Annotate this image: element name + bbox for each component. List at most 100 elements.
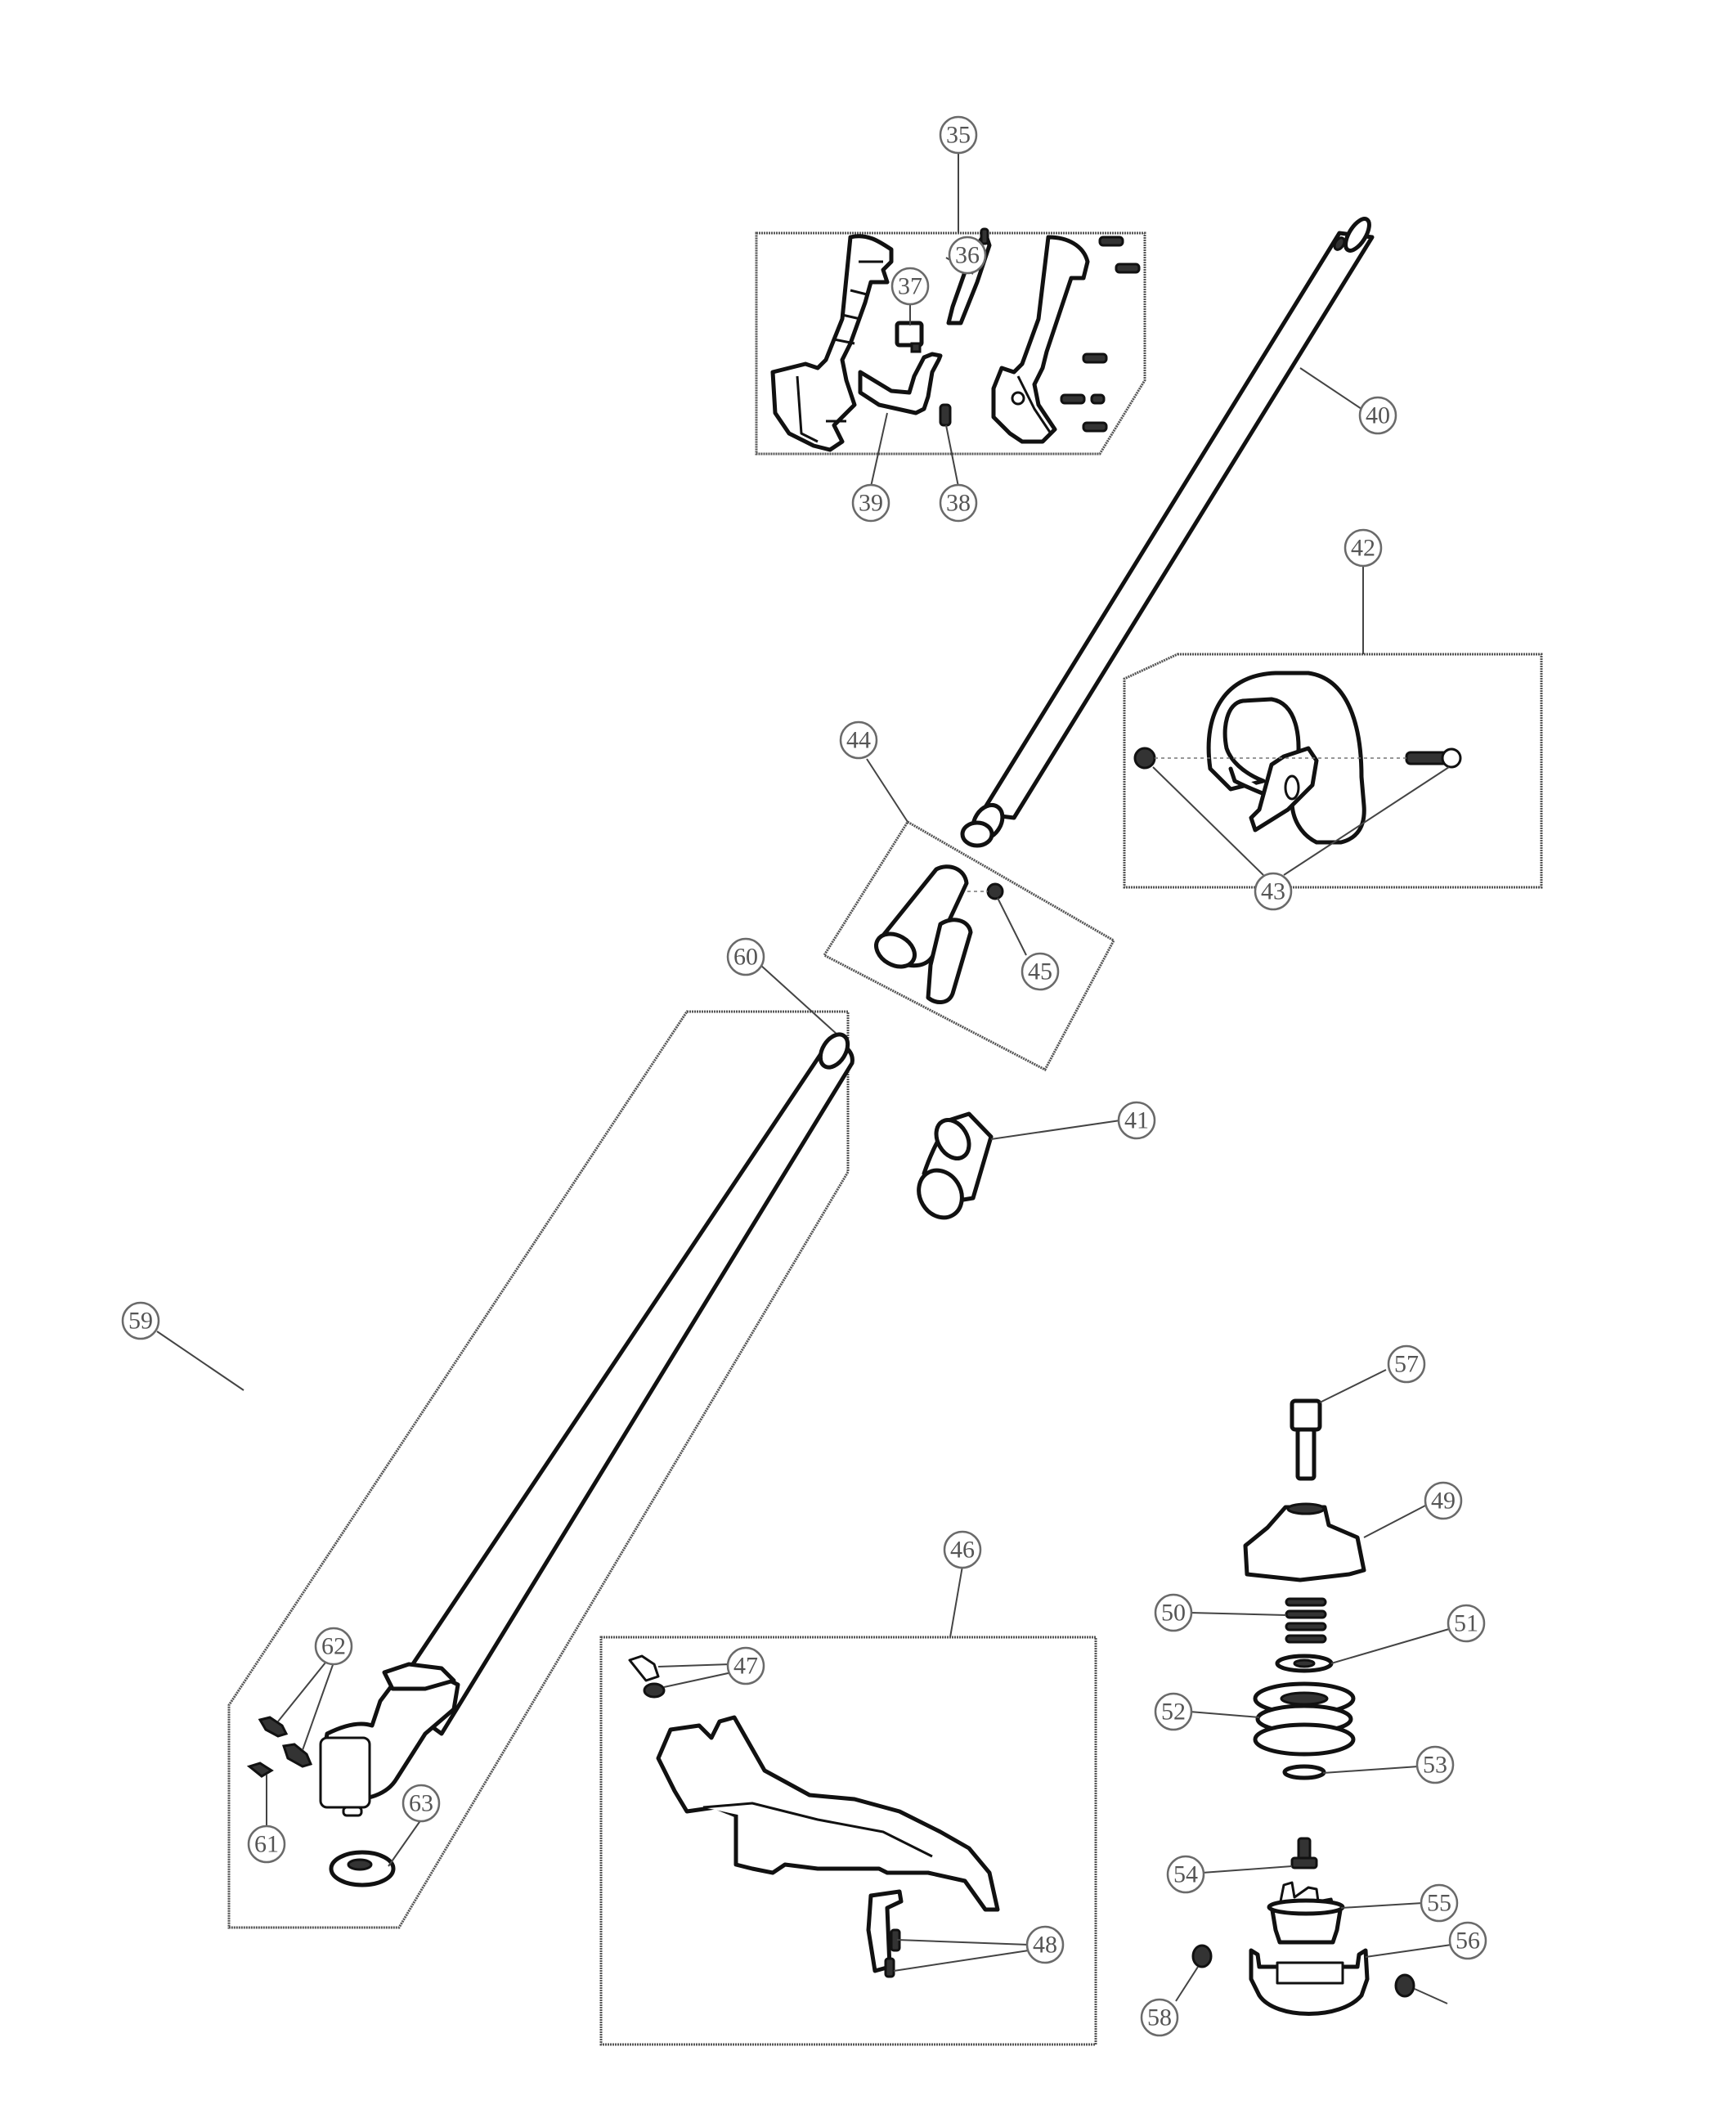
callout-circle — [1154, 1593, 1193, 1632]
callout-circle — [943, 1530, 982, 1569]
callout-60[interactable]: 60 — [726, 937, 765, 976]
screw-part-61[interactable] — [246, 1762, 274, 1778]
callout-45[interactable]: 45 — [1021, 952, 1060, 991]
callout-number: 36 — [955, 242, 980, 269]
callout-62[interactable]: 62 — [314, 1627, 353, 1666]
leader-62a — [277, 1662, 326, 1722]
group-box-35 — [755, 231, 1146, 456]
callout-41[interactable]: 41 — [1117, 1101, 1156, 1140]
callout-44[interactable]: 44 — [839, 720, 878, 760]
callout-circle — [1154, 1692, 1193, 1731]
bump-knob-part-55[interactable] — [1267, 1881, 1345, 1945]
callout-59[interactable]: 59 — [121, 1301, 160, 1340]
switch-part-37[interactable] — [895, 321, 924, 353]
leader-55 — [1340, 1902, 1424, 1909]
trigger-part-39[interactable] — [858, 352, 943, 415]
callout-circle — [1025, 1925, 1065, 1964]
callout-circle — [851, 483, 890, 523]
spool-cover-part-56[interactable] — [1249, 1948, 1370, 2016]
callout-46[interactable]: 46 — [943, 1530, 982, 1569]
screws-handle — [1060, 236, 1141, 433]
callout-56[interactable]: 56 — [1448, 1921, 1487, 1960]
callout-layer: 35 36 37 38 39 40 41 42 43 44 45 46 47 48 49 50 51 52 53 54… — [121, 115, 1487, 2037]
leader-48b — [893, 1950, 1029, 1972]
leader-43a — [1152, 766, 1264, 876]
assist-handle-part[interactable] — [1206, 671, 1366, 845]
callout-42[interactable]: 42 — [1343, 528, 1383, 568]
callout-49[interactable]: 49 — [1424, 1481, 1463, 1520]
callout-number: 53 — [1423, 1752, 1447, 1779]
sleeve-part-41[interactable] — [910, 1111, 994, 1225]
spacer-part-63[interactable] — [329, 1850, 396, 1887]
callout-circle — [1424, 1481, 1463, 1520]
callout-circle — [726, 937, 765, 976]
callout-55[interactable]: 55 — [1420, 1883, 1459, 1923]
callout-47[interactable]: 47 — [726, 1646, 765, 1685]
callout-58[interactable]: 58 — [1140, 1998, 1179, 2037]
leader-63 — [388, 1819, 422, 1867]
trimmer-head-group — [1175, 1369, 1452, 2016]
bolt-part-54[interactable] — [1290, 1837, 1318, 1869]
callout-61[interactable]: 61 — [247, 1825, 286, 1864]
callout-number: 48 — [1033, 1932, 1057, 1959]
callout-40[interactable]: 40 — [1358, 396, 1397, 435]
callout-50[interactable]: 50 — [1154, 1593, 1193, 1632]
callout-circle — [1420, 1883, 1459, 1923]
callout-39[interactable]: 39 — [851, 483, 890, 523]
coupler-group — [822, 758, 1116, 1072]
callout-36[interactable]: 36 — [948, 236, 987, 275]
group-box-44 — [822, 819, 1116, 1072]
callout-number: 54 — [1173, 1861, 1198, 1888]
leader-39 — [870, 412, 888, 487]
callout-38[interactable]: 38 — [939, 483, 978, 523]
spool-housing-part-49[interactable] — [1243, 1502, 1366, 1582]
callout-35[interactable]: 35 — [939, 115, 978, 155]
eyelet-part-58-left[interactable] — [1191, 1944, 1213, 1968]
group-box-42 — [1123, 653, 1543, 889]
callout-number: 42 — [1351, 535, 1375, 562]
spring-part-50[interactable] — [1285, 1597, 1327, 1644]
callout-circle — [314, 1627, 353, 1666]
coupler-part-44[interactable] — [870, 864, 973, 1004]
callout-number: 50 — [1161, 1600, 1186, 1627]
gearhead-part[interactable] — [319, 1662, 460, 1817]
lower-shaft-group — [156, 964, 855, 1929]
arbor-bolt-part-57[interactable] — [1290, 1398, 1322, 1481]
spool-part-52[interactable] — [1253, 1681, 1356, 1757]
callout-52[interactable]: 52 — [1154, 1692, 1193, 1731]
callout-63[interactable]: 63 — [401, 1784, 441, 1823]
upper-shaft-tube-part-40[interactable] — [960, 215, 1375, 848]
handle-bolt-part-43[interactable] — [1405, 747, 1462, 769]
callout-54[interactable]: 54 — [1166, 1855, 1205, 1894]
callout-53[interactable]: 53 — [1415, 1745, 1455, 1784]
callout-circle — [1117, 1101, 1156, 1140]
callout-number: 41 — [1124, 1107, 1149, 1134]
screw-part-62b[interactable] — [282, 1743, 313, 1768]
eyelet-part-58-right[interactable] — [1394, 1973, 1415, 1998]
wing-nut-part-47[interactable] — [628, 1654, 660, 1682]
leader-62b — [302, 1662, 334, 1751]
callout-37[interactable]: 37 — [890, 267, 930, 306]
callout-48[interactable]: 48 — [1025, 1925, 1065, 1964]
callout-57[interactable]: 57 — [1387, 1344, 1426, 1384]
washer-part-47[interactable] — [643, 1682, 666, 1699]
callout-number: 40 — [1366, 402, 1390, 429]
washer-part-51[interactable] — [1275, 1654, 1334, 1673]
leader-56 — [1365, 1944, 1452, 1958]
guard-part-46[interactable] — [656, 1715, 1000, 1973]
lower-shaft-tube-part-60[interactable] — [388, 1030, 855, 1736]
spring-part-38[interactable] — [939, 403, 952, 427]
leader-51 — [1330, 1628, 1450, 1664]
washer-part-53[interactable] — [1282, 1764, 1326, 1780]
callout-circle — [1358, 396, 1397, 435]
handle-housing-right-part[interactable] — [991, 235, 1090, 444]
handle-housing-left-part[interactable] — [770, 234, 894, 452]
callout-51[interactable]: 51 — [1447, 1604, 1486, 1643]
handle-nut-part-43[interactable] — [1133, 747, 1156, 770]
coupler-nut-part-45[interactable] — [986, 882, 1004, 900]
callout-43[interactable]: 43 — [1254, 872, 1293, 911]
callout-circle — [401, 1784, 441, 1823]
callout-circle — [1254, 872, 1293, 911]
screw-part-62a[interactable] — [258, 1716, 289, 1738]
callout-number: 38 — [946, 490, 971, 517]
